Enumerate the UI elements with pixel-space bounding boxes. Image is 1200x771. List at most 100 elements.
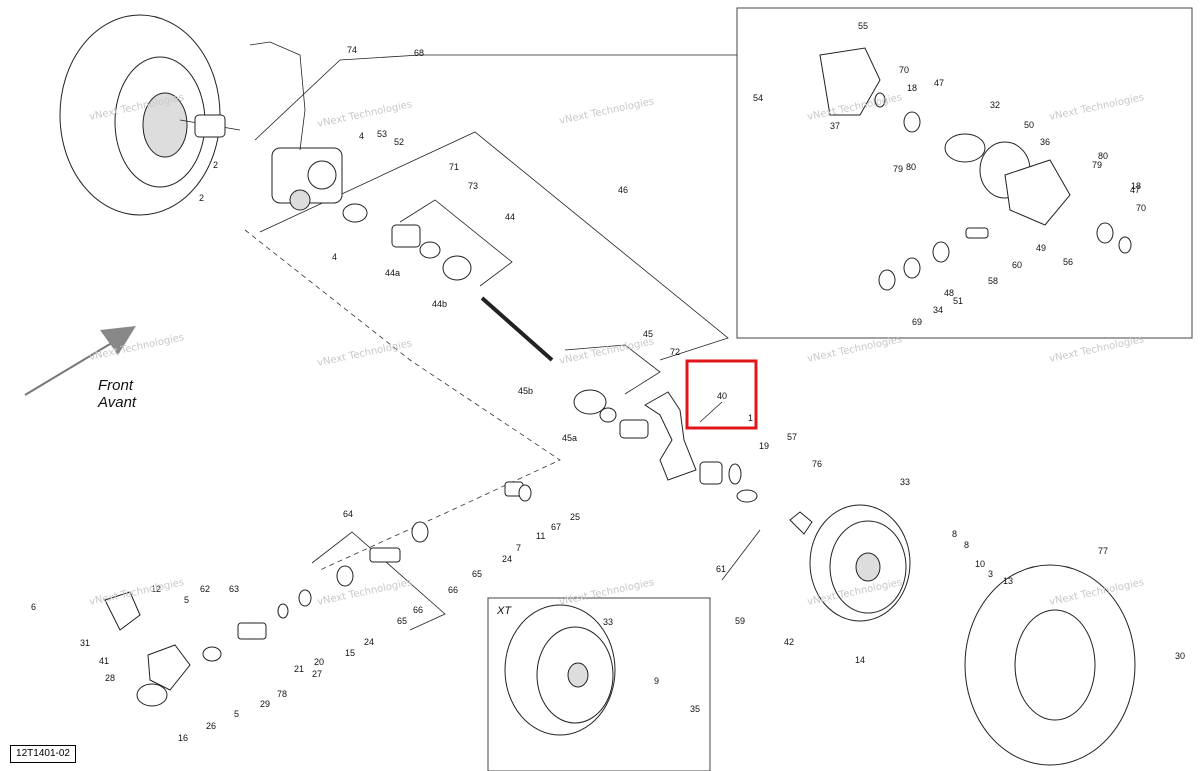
callout-label: 44 [505, 212, 515, 222]
callout-label: 4 [359, 131, 364, 141]
callout-label: 30 [1175, 651, 1185, 661]
callout-label: 34 [933, 305, 943, 315]
callout-label: 20 [314, 657, 324, 667]
callout-label: 25 [570, 512, 580, 522]
callout-label: 60 [1012, 260, 1022, 270]
callout-label: 62 [200, 584, 210, 594]
watermark: vNext Technologies [558, 577, 655, 608]
watermark: vNext Technologies [88, 577, 185, 608]
inset-panel [736, 7, 1193, 339]
callout-label: 49 [1036, 243, 1046, 253]
highlight-box [685, 359, 758, 430]
callout-label: 67 [551, 522, 561, 532]
callout-label: 70 [899, 65, 909, 75]
callout-label: 64 [343, 509, 353, 519]
callout-label: 18 [1131, 181, 1141, 191]
callout-label: 47 [1130, 185, 1140, 195]
callout-label: 33 [900, 477, 910, 487]
front-differential [249, 41, 343, 211]
wheel-right [789, 504, 911, 622]
callout-labels: 1 2 2 3 4 4 5 5 6 7 8 8 9 10 11 12 13 14… [31, 21, 1185, 743]
callout-label: 57 [787, 432, 797, 442]
callout-label: 36 [1040, 137, 1050, 147]
watermark: vNext Technologies [316, 99, 413, 130]
inset-parts [819, 47, 1132, 291]
callout-label: 19 [759, 441, 769, 451]
rear-axle [104, 481, 532, 707]
callout-label: 63 [229, 584, 239, 594]
callout-label: 51 [953, 296, 963, 306]
callout-label: 31 [80, 638, 90, 648]
callout-label: 44b [432, 299, 447, 309]
callout-label: 35 [690, 704, 700, 714]
callout-label: 16 [178, 733, 188, 743]
callout-label: 80 [906, 162, 916, 172]
callout-label: 65 [397, 616, 407, 626]
callout-label: 1 [748, 413, 753, 423]
callout-label: 21 [294, 664, 304, 674]
xt-label: XT [496, 605, 512, 617]
callout-label: 9 [654, 676, 659, 686]
callout-label: 45a [562, 433, 577, 443]
callout-label: 33 [603, 617, 613, 627]
callout-label: 56 [1063, 257, 1073, 267]
callout-label: 26 [206, 721, 216, 731]
group-lines [244, 54, 761, 631]
watermark: vNext Technologies [316, 338, 413, 369]
callout-label: 61 [716, 564, 726, 574]
callout-label: 59 [735, 616, 745, 626]
front-direction-arrow [24, 326, 136, 396]
callout-label: 44a [385, 268, 400, 278]
callout-label: 45b [518, 386, 533, 396]
callout-label: 14 [855, 655, 865, 665]
callout-label: 79 [893, 164, 903, 174]
reference-code: 12T1401-02 [10, 745, 76, 763]
watermark: vNext Technologies [806, 334, 903, 365]
callout-label: 45 [643, 329, 653, 339]
watermark: vNext Technologies [316, 577, 413, 608]
knuckle [644, 391, 758, 503]
watermark: vNext Technologies [1048, 334, 1145, 365]
callout-label: 28 [105, 673, 115, 683]
direction-avant: Avant [97, 394, 137, 411]
callout-label: 18 [907, 83, 917, 93]
callout-label: 42 [784, 637, 794, 647]
tire-right [964, 564, 1136, 766]
callout-label: 6 [31, 602, 36, 612]
callout-label: 8 [964, 540, 969, 550]
callout-label: 41 [99, 656, 109, 666]
callout-label: 69 [912, 317, 922, 327]
watermark: vNext Technologies [558, 336, 655, 367]
callout-label: 74 [347, 45, 357, 55]
xt-panel [487, 597, 711, 771]
callout-label: 15 [345, 648, 355, 658]
callout-label: 8 [952, 529, 957, 539]
callout-label: 27 [312, 669, 322, 679]
callout-label: 54 [753, 93, 763, 103]
callout-label: 70 [1136, 203, 1146, 213]
callout-label: 68 [414, 48, 424, 58]
callout-label: 3 [988, 569, 993, 579]
callout-label: 37 [830, 121, 840, 131]
callout-label: 40 [717, 391, 727, 401]
callout-label: 10 [975, 559, 985, 569]
callout-label: 47 [934, 78, 944, 88]
callout-label: 66 [413, 605, 423, 615]
wheel-top-left [59, 14, 241, 216]
callout-label: 24 [364, 637, 374, 647]
callout-label: 78 [277, 689, 287, 699]
callout-label: 55 [858, 21, 868, 31]
callout-label: 46 [618, 185, 628, 195]
callout-label: 73 [468, 181, 478, 191]
callout-label: 5 [234, 709, 239, 719]
callout-label: 32 [990, 100, 1000, 110]
callout-label: 77 [1098, 546, 1108, 556]
callout-label: 76 [812, 459, 822, 469]
drive-shaft [342, 203, 649, 439]
watermark: vNext Technologies [558, 96, 655, 127]
callout-label: 4 [332, 252, 337, 262]
callout-label: 12 [151, 584, 161, 594]
callout-label: 72 [670, 347, 680, 357]
callout-label: 2 [213, 160, 218, 170]
